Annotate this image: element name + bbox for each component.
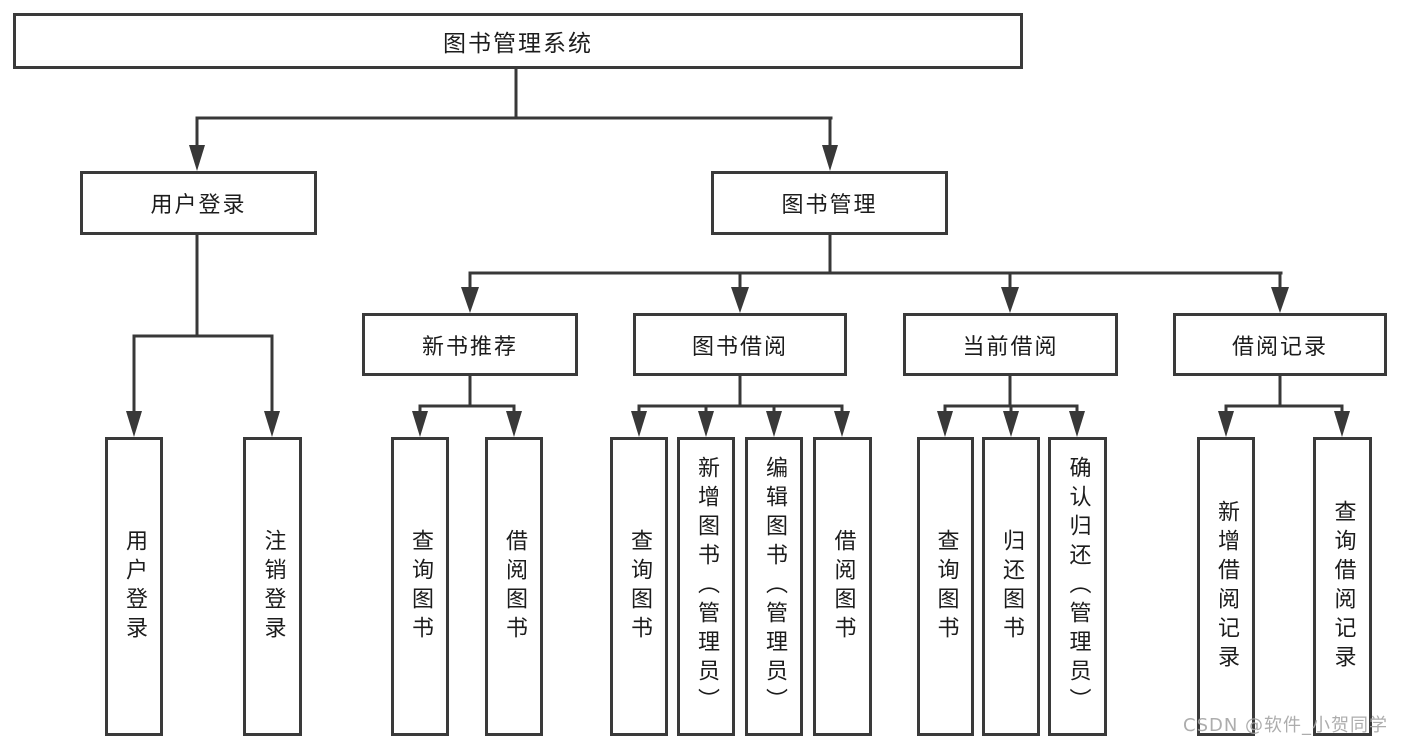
node-label: 新增借阅记录 [1214, 499, 1239, 674]
node-label: 确认归还（管理员） [1065, 456, 1091, 717]
arrowhead-down-icon [766, 411, 782, 437]
arrowhead-down-icon [506, 411, 522, 437]
node-label: 用户登录 [122, 528, 147, 645]
node-label: 注销登录 [260, 528, 286, 645]
node-label: 查询借阅记录 [1330, 499, 1356, 674]
arrowhead-down-icon [731, 287, 749, 313]
leaf-borrow-books-recommend: 借阅图书 [485, 437, 543, 736]
leaf-query-books-borrow: 查询图书 [610, 437, 668, 736]
node-label: 新书推荐 [421, 334, 518, 360]
arrowhead-down-icon [937, 411, 953, 437]
leaf-query-books-current: 查询图书 [917, 437, 974, 736]
leaf-borrow-books: 借阅图书 [813, 437, 872, 736]
leaf-user-login: 用户登录 [105, 437, 163, 736]
arrowhead-down-icon [834, 411, 850, 437]
node-label: 图书管理 [781, 193, 878, 218]
node-user-login: 用户登录 [80, 171, 317, 235]
connector-current-borrow-branch [943, 374, 1079, 416]
node-borrow-records: 借阅记录 [1173, 313, 1387, 376]
arrowhead-down-icon [822, 145, 838, 171]
arrowhead-down-icon [1069, 411, 1085, 437]
arrowhead-down-icon [264, 411, 280, 437]
node-label: 查询图书 [933, 528, 959, 645]
node-label: 查询图书 [408, 528, 433, 645]
arrowhead-down-icon [461, 287, 479, 313]
arrowhead-down-icon [698, 411, 714, 437]
node-label: 用户登录 [150, 193, 247, 218]
leaf-query-borrow-record: 查询借阅记录 [1313, 437, 1372, 736]
leaf-confirm-return-admin: 确认归还（管理员） [1048, 437, 1107, 736]
node-label: 借阅图书 [502, 528, 527, 645]
node-label: 查询图书 [627, 528, 652, 645]
leaf-edit-book-admin: 编辑图书（管理员） [745, 437, 803, 736]
node-book-borrow: 图书借阅 [633, 313, 847, 376]
node-label: 借阅图书 [830, 528, 856, 645]
arrowhead-down-icon [631, 411, 647, 437]
node-new-book-recommend: 新书推荐 [362, 313, 578, 376]
connector-user-login-branch [132, 233, 274, 415]
csdn-watermark: CSDN @软件_小贺同学 [1183, 715, 1389, 736]
connector-borrow-records-branch [1224, 374, 1344, 416]
arrowhead-down-icon [126, 411, 142, 437]
arrowhead-down-icon [189, 145, 205, 171]
node-current-borrow: 当前借阅 [903, 313, 1118, 376]
leaf-logout: 注销登录 [243, 437, 302, 736]
arrowhead-down-icon [1218, 411, 1234, 437]
connector-book-borrow-branch [637, 374, 844, 416]
arrowhead-down-icon [1271, 287, 1289, 313]
node-label: 新增图书（管理员） [694, 456, 719, 717]
arrowhead-down-icon [412, 411, 428, 437]
connector-new-book-recommend-branch [418, 374, 516, 416]
leaf-add-book-admin: 新增图书（管理员） [677, 437, 735, 736]
node-label: 借阅记录 [1231, 334, 1328, 360]
arrowhead-down-icon [1001, 287, 1019, 313]
arrowhead-down-icon [1334, 411, 1350, 437]
node-label: 图书管理系统 [443, 31, 593, 57]
node-book-management: 图书管理 [711, 171, 948, 235]
connector-root-to-level2 [195, 66, 833, 149]
leaf-add-borrow-record: 新增借阅记录 [1197, 437, 1255, 736]
arrowhead-down-icon [1003, 411, 1019, 437]
node-label: 归还图书 [999, 528, 1024, 645]
node-library-system: 图书管理系统 [13, 13, 1023, 69]
connector-book-management-branch [468, 233, 1283, 292]
leaf-return-book: 归还图书 [982, 437, 1040, 736]
node-label: 图书借阅 [691, 334, 788, 360]
node-label: 编辑图书（管理员） [762, 456, 787, 717]
node-label: 当前借阅 [962, 334, 1059, 360]
leaf-query-books-recommend: 查询图书 [391, 437, 449, 736]
